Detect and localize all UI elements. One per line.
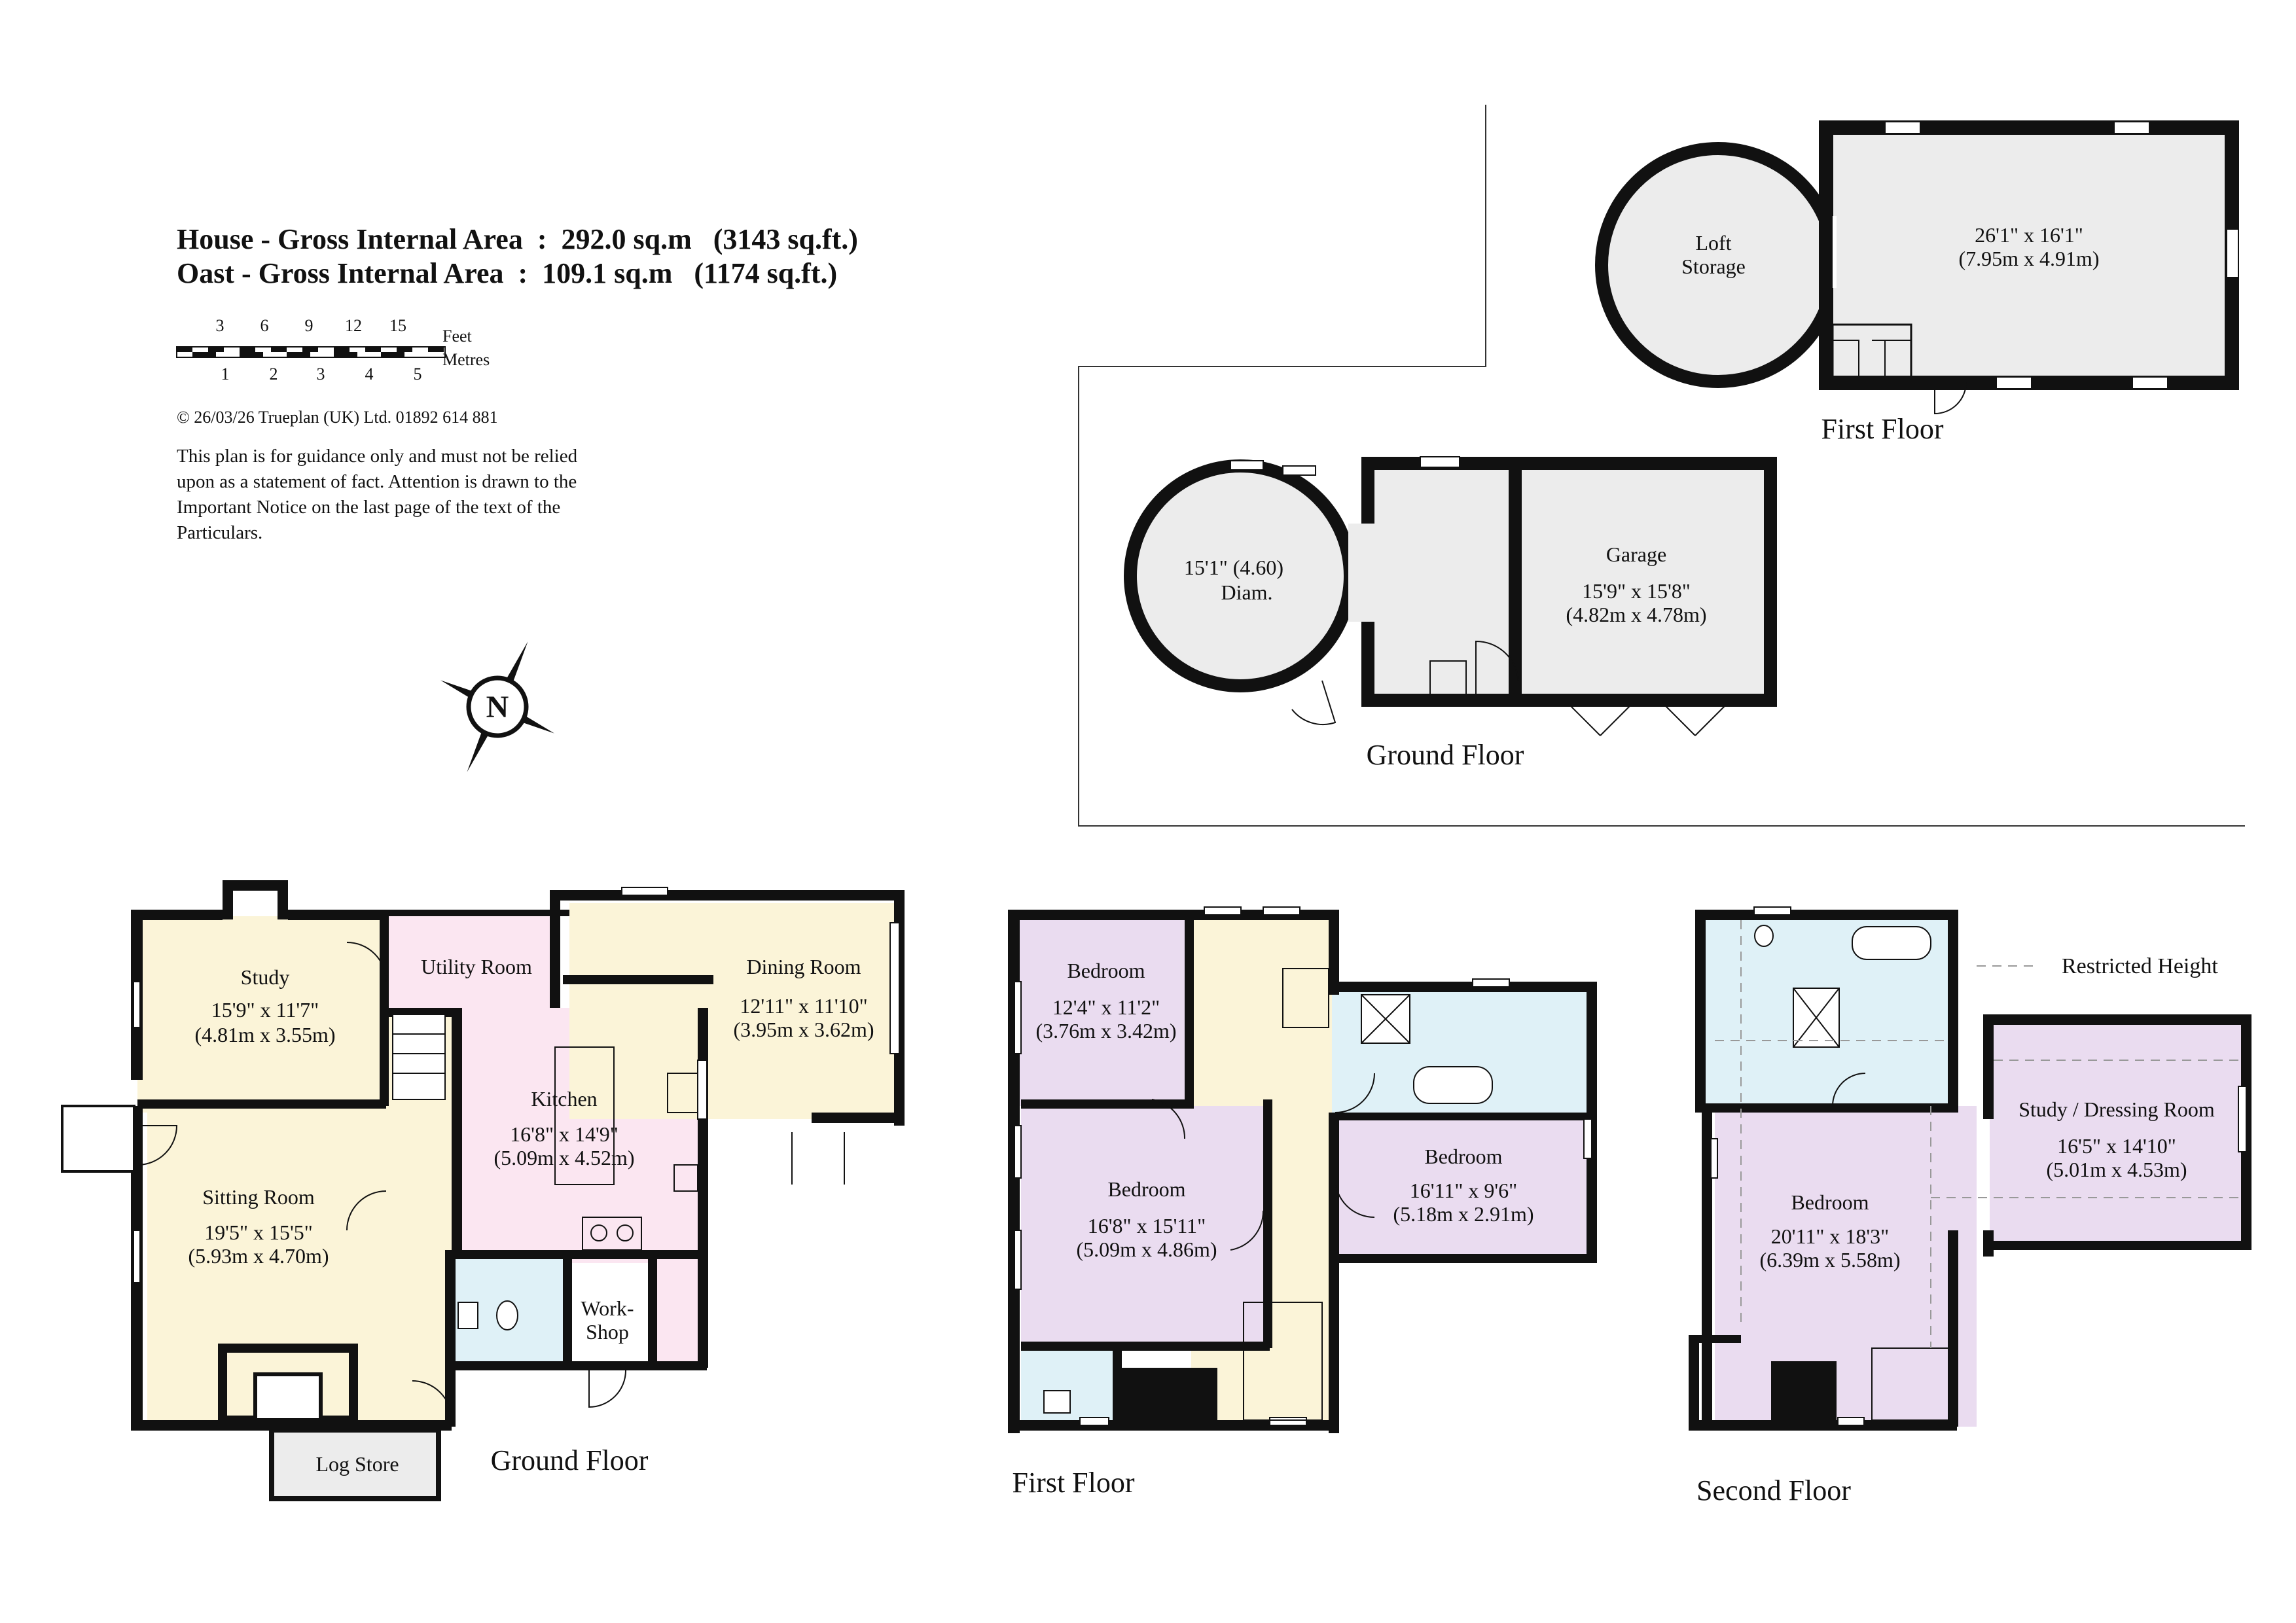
metre-tick: 2: [270, 365, 278, 383]
feet-tick: 15: [389, 316, 406, 335]
house-second-floor-label: Second Floor: [1696, 1474, 1851, 1507]
scale-bar: 3 6 9 12 15 1 2 3 4 5 Feet Metres: [176, 316, 490, 383]
oast-room-m: (7.95m x 4.91m): [1958, 247, 2099, 270]
feet-tick: 6: [260, 316, 269, 335]
compass-n: N: [486, 690, 509, 724]
bed1-ft: 12'4" x 11'2": [1052, 995, 1160, 1019]
feet-tick: 12: [345, 316, 362, 335]
metre-tick: 4: [365, 365, 374, 383]
study-m: (4.81m x 3.55m): [194, 1023, 335, 1046]
house-first-floor-label: First Floor: [1012, 1467, 1134, 1499]
utility-name: Utility Room: [421, 955, 532, 978]
oast-area: Oast - Gross Internal Area : 109.1 sq.m …: [177, 257, 838, 289]
oast-ground-floor-label: Ground Floor: [1367, 739, 1524, 771]
disclaimer-line: Important Notice on the last page of the…: [177, 497, 560, 518]
bed2-name: Bedroom: [1107, 1177, 1185, 1201]
disclaimer-line: upon as a statement of fact. Attention i…: [177, 471, 577, 492]
compass-icon: N: [440, 641, 555, 772]
disclaimer-line: This plan is for guidance only and must …: [177, 446, 578, 467]
feet-label: Feet: [442, 327, 473, 346]
oast-first-floor: Loft Storage 26'1" x 16'1" (7.95m x 4.91…: [1595, 120, 2239, 445]
logstore-name: Log Store: [315, 1452, 399, 1476]
dining-m: (3.95m x 3.62m): [733, 1018, 874, 1041]
bed3-m: (5.18m x 2.91m): [1393, 1202, 1534, 1226]
sitting-ft: 19'5" x 15'5": [204, 1221, 313, 1244]
loft-name-2: Storage: [1681, 255, 1746, 278]
garage-m: (4.82m x 4.78m): [1566, 603, 1706, 626]
house-area: House - Gross Internal Area : 292.0 sq.m…: [177, 223, 858, 255]
oast-ground-floor: 15'1" (4.60) Diam. Garage 15'9" x 15'8" …: [1124, 456, 1777, 771]
bed3-ft: 16'11" x 9'6": [1410, 1179, 1517, 1202]
metre-tick: 5: [414, 365, 422, 383]
bed3-name: Bedroom: [1424, 1145, 1502, 1168]
kitchen-ft: 16'8" x 14'9": [510, 1122, 619, 1146]
study-ft: 15'9" x 11'7": [211, 998, 319, 1022]
metre-tick: 3: [317, 365, 325, 383]
dining-ft: 12'11" x 11'10": [740, 994, 867, 1018]
house-ground-floor: Study 15'9" x 11'7" (4.81m x 3.55m) Util…: [61, 880, 905, 1501]
second-bed-ft: 20'11" x 18'3": [1771, 1224, 1889, 1248]
feet-tick: 9: [305, 316, 314, 335]
garage-name: Garage: [1606, 543, 1666, 566]
workshop-name-2: Shop: [586, 1320, 629, 1344]
feet-tick: 3: [216, 316, 224, 335]
study-name: Study: [241, 965, 290, 989]
roundel-diam: Diam.: [1221, 580, 1272, 604]
kitchen-m: (5.09m x 4.52m): [493, 1146, 634, 1169]
loft-name: Loft: [1695, 231, 1731, 255]
sitting-name: Sitting Room: [202, 1185, 315, 1209]
kitchen-name: Kitchen: [531, 1087, 597, 1111]
disclaimer-line: Particulars.: [177, 522, 262, 543]
bed2-m: (5.09m x 4.86m): [1076, 1238, 1217, 1261]
metre-tick: 1: [221, 365, 230, 383]
house-first-floor: Bedroom 12'4" x 11'2" (3.76m x 3.42m) Be…: [1008, 906, 1597, 1499]
bed1-name: Bedroom: [1067, 959, 1145, 982]
oast-room-ft: 26'1" x 16'1": [1975, 223, 2083, 247]
house-ground-floor-label: Ground Floor: [491, 1444, 649, 1476]
bed1-m: (3.76m x 3.42m): [1035, 1019, 1176, 1043]
second-study-name: Study / Dressing Room: [2018, 1097, 2215, 1121]
copyright: © 26/03/26 Trueplan (UK) Ltd. 01892 614 …: [177, 408, 498, 427]
second-bed-m: (6.39m x 5.58m): [1759, 1248, 1900, 1272]
restricted-height-label: Restricted Height: [2062, 954, 2218, 978]
dining-name: Dining Room: [746, 955, 861, 978]
oast-first-floor-label: First Floor: [1821, 413, 1943, 445]
oast-boundary: [1078, 105, 2245, 827]
workshop-name-1: Work-: [581, 1296, 634, 1320]
house-second-floor: Restricted Height Bedroom 20'11" x 18'3"…: [1689, 906, 2251, 1507]
metres-label: Metres: [442, 350, 490, 369]
sitting-m: (5.93m x 4.70m): [188, 1244, 329, 1268]
garage-ft: 15'9" x 15'8": [1582, 579, 1691, 603]
second-study-ft: 16'5" x 14'10": [2057, 1134, 2176, 1158]
bed2-ft: 16'8" x 15'11": [1088, 1214, 1206, 1238]
second-study-m: (5.01m x 4.53m): [2046, 1158, 2187, 1181]
second-bed-name: Bedroom: [1791, 1190, 1869, 1214]
roundel-dim: 15'1" (4.60): [1184, 556, 1283, 579]
